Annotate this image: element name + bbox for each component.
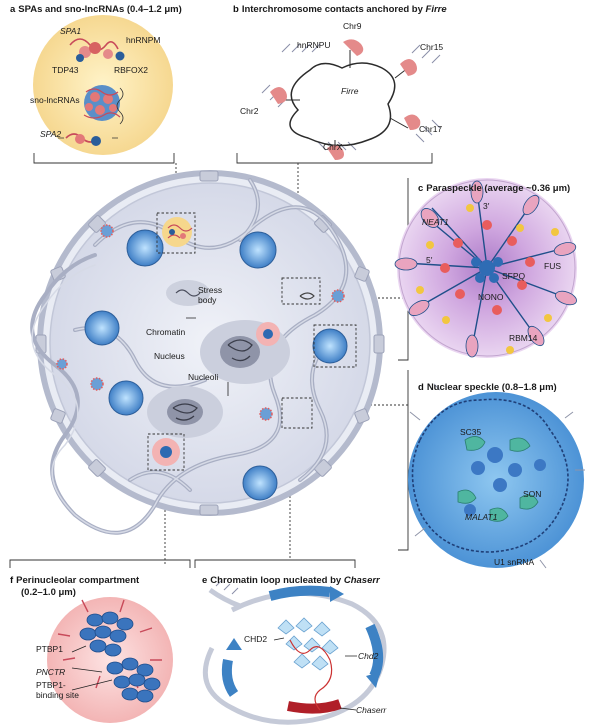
panel-c-paraspeckle-diagram <box>394 178 577 358</box>
label-nucleoli: Nucleoli <box>188 372 219 382</box>
panel-f-subtitle: (0.2–1.0 μm) <box>21 587 76 598</box>
panel-f-pnc-diagram <box>47 597 173 723</box>
label-son: SON <box>523 489 542 499</box>
label-spa1: SPA1 <box>60 26 82 36</box>
label-sno-lncrnas: sno-lncRNAs <box>30 95 80 105</box>
label-ptbp1: PTBP1 <box>36 644 63 654</box>
panel-a-spa-diagram <box>33 15 173 155</box>
label-ptbp1-binding-2: binding site <box>36 690 80 700</box>
label-chd2-gene: Chd2 <box>358 651 379 661</box>
label-hnrnpm: hnRNPM <box>126 35 161 45</box>
label-chr2: Chr2 <box>240 106 259 116</box>
label-stress-body-2: body <box>198 295 217 305</box>
label-3prime: 3′ <box>483 201 490 211</box>
label-malat1: MALAT1 <box>465 512 498 522</box>
label-sfpq: SFPQ <box>502 271 526 281</box>
label-spa2: SPA2 <box>40 129 62 139</box>
label-chr9: Chr9 <box>343 21 362 31</box>
label-chr17: Chr17 <box>419 124 443 134</box>
label-pnctr: PNCTR <box>36 667 66 677</box>
label-rbfox2: RBFOX2 <box>114 65 149 75</box>
label-chd2-protein: CHD2 <box>244 634 268 644</box>
panel-d-speckle-diagram <box>408 383 585 569</box>
nucleus-cell <box>30 170 385 535</box>
label-firre: Firre <box>341 86 359 96</box>
label-stress-body-1: Stress <box>198 285 223 295</box>
panel-e-loop-diagram <box>202 579 387 725</box>
label-nono: NONO <box>478 292 504 302</box>
panel-b-contacts-diagram <box>261 39 441 160</box>
label-ptbp1-binding-1: PTBP1- <box>36 680 66 690</box>
label-chr15: Chr15 <box>420 42 444 52</box>
label-5prime: 5′ <box>426 255 433 265</box>
label-chrx: ChrX <box>323 142 343 152</box>
label-rbm14: RBM14 <box>509 333 538 343</box>
label-neat1: NEAT1 <box>422 217 449 227</box>
label-sc35: SC35 <box>460 427 482 437</box>
label-hnrnpu: hnRNPU <box>297 40 331 50</box>
label-chaserr: Chaserr <box>356 705 387 715</box>
label-chromatin: Chromatin <box>146 327 186 337</box>
label-u1-snrna: U1 snRNA <box>494 557 535 567</box>
label-nucleus: Nucleus <box>154 351 185 361</box>
label-fus: FUS <box>544 261 561 271</box>
label-tdp43: TDP43 <box>52 65 79 75</box>
